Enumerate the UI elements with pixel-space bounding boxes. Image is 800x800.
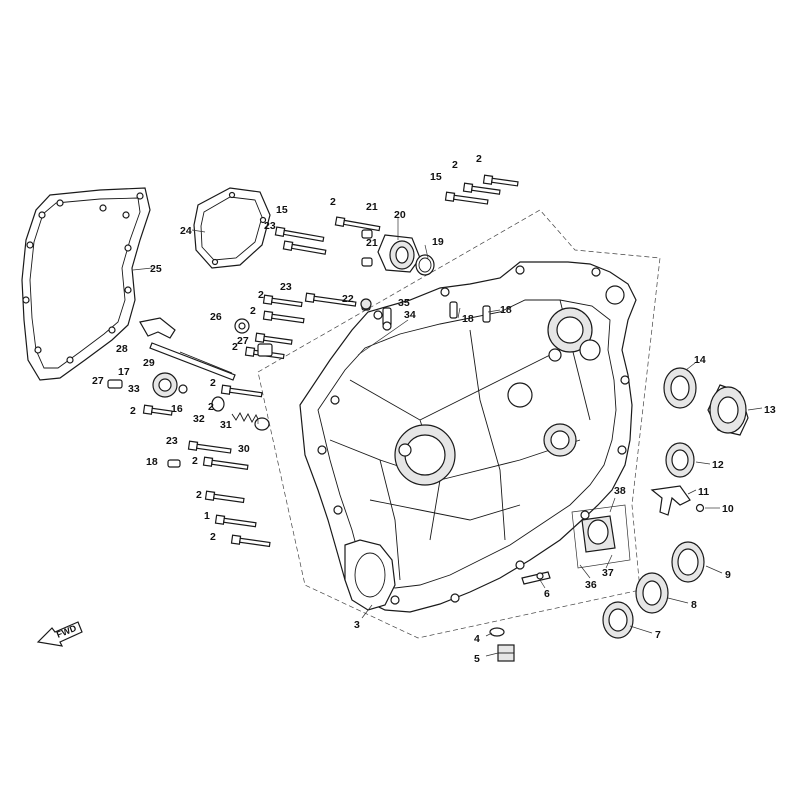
assembly-boundary — [257, 209, 661, 639]
callout-21: 21 — [366, 237, 378, 249]
callout-2: 2 — [208, 401, 214, 413]
callout-23: 23 — [264, 220, 276, 232]
callout-10: 10 — [722, 503, 734, 515]
callout-20: 20 — [394, 209, 406, 221]
callout-37: 37 — [602, 567, 614, 579]
callout-15: 15 — [276, 204, 288, 216]
callout-4: 4 — [474, 633, 480, 645]
callout-2: 2 — [210, 531, 216, 543]
callout-30: 30 — [238, 443, 250, 455]
callout-11: 11 — [698, 486, 709, 498]
screw-10 — [695, 503, 705, 513]
callout-38: 38 — [614, 485, 626, 497]
callout-33: 33 — [128, 383, 140, 395]
callout-2: 2 — [210, 377, 216, 389]
callout-25: 25 — [150, 263, 162, 275]
callout-12: 12 — [712, 459, 724, 471]
shift-shaft-29 — [149, 342, 236, 381]
callout-2: 2 — [130, 405, 136, 417]
callout-7: 7 — [655, 629, 661, 641]
callout-34: 34 — [404, 309, 416, 321]
callout-29: 29 — [143, 357, 155, 369]
callout-24: 24 — [180, 225, 192, 237]
callout-5: 5 — [474, 653, 480, 665]
plug-6 — [521, 571, 551, 585]
callout-31: 31 — [220, 419, 232, 431]
callout-1: 1 — [204, 510, 210, 522]
bolt-set — [142, 174, 519, 548]
plate-11 — [650, 485, 691, 516]
spring-31 — [231, 412, 261, 424]
callout-21: 21 — [366, 201, 378, 213]
callout-17: 17 — [118, 366, 130, 378]
plug-22 — [360, 298, 372, 310]
callout-22: 22 — [342, 293, 354, 305]
bearing-8 — [635, 572, 669, 614]
gear-16 — [152, 372, 188, 398]
callout-labels: 1 2 2 2 2 2 2 2 2 2 2 2 2 3 4 5 6 7 8 9 … — [92, 153, 776, 665]
inset-box-36-37-38 — [571, 504, 631, 569]
callout-19: 19 — [432, 236, 444, 248]
callout-8: 8 — [691, 599, 697, 611]
fwd-arrow-icon: FWD — [36, 621, 83, 647]
callout-18: 18 — [462, 313, 474, 325]
o-ring-32 — [211, 396, 225, 412]
bearing-14 — [663, 367, 697, 409]
washer-4 — [489, 627, 505, 637]
drain-bolt-5 — [497, 644, 515, 662]
callout-15: 15 — [430, 171, 442, 183]
crankcase-half — [299, 261, 637, 613]
gasket-24 — [193, 187, 271, 269]
bearing-12 — [665, 442, 695, 478]
callout-26: 26 — [210, 311, 222, 323]
callout-6: 6 — [544, 588, 550, 600]
callout-23: 23 — [280, 281, 292, 293]
leader-lines — [132, 218, 763, 657]
callout-2: 2 — [476, 153, 482, 165]
callout-18: 18 — [500, 304, 512, 316]
callout-16: 16 — [171, 403, 183, 415]
callout-35: 35 — [398, 297, 410, 309]
callout-13: 13 — [764, 404, 776, 416]
callout-36: 36 — [585, 579, 597, 591]
callout-2: 2 — [250, 305, 256, 317]
callout-23: 23 — [166, 435, 178, 447]
callout-2: 2 — [192, 455, 198, 467]
seal-9 — [671, 541, 705, 583]
callout-2: 2 — [232, 341, 238, 353]
callout-28: 28 — [116, 343, 128, 355]
gasket-25-holes — [22, 192, 144, 364]
fitting-34-35 — [382, 307, 392, 331]
callout-18: 18 — [146, 456, 158, 468]
callout-32: 32 — [193, 413, 205, 425]
callout-2: 2 — [330, 196, 336, 208]
cover-20 — [377, 234, 421, 273]
bearing-13 — [707, 384, 749, 436]
cap-30 — [254, 417, 270, 431]
callout-2: 2 — [258, 289, 264, 301]
seal-7 — [602, 601, 634, 639]
gasket-25 — [21, 187, 151, 381]
clutch-lever-28 — [139, 317, 176, 339]
callout-9: 9 — [725, 569, 731, 581]
callout-27: 27 — [237, 335, 249, 347]
callout-14: 14 — [694, 354, 706, 366]
callout-27: 27 — [92, 375, 104, 387]
callout-3: 3 — [354, 619, 360, 631]
callout-2: 2 — [196, 489, 202, 501]
callout-2: 2 — [452, 159, 458, 171]
